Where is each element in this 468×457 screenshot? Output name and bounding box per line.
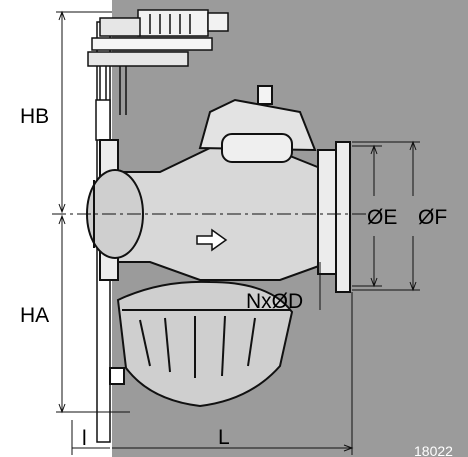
pilot-controller	[87, 9, 229, 141]
drawing-code: 18022	[414, 443, 453, 457]
valve-body	[86, 85, 351, 293]
dim-label-hb: HB	[20, 105, 49, 128]
lower-chamber	[109, 280, 294, 408]
dim-label-ha: HA	[20, 304, 49, 327]
dim-label-l-large: L	[218, 426, 230, 449]
dim-label-l-small: l	[82, 427, 87, 450]
dimension-lines	[56, 10, 420, 455]
dim-label-nxod: NxØD	[246, 290, 303, 313]
dim-label-of: ØF	[418, 206, 447, 229]
dim-label-oe: ØE	[367, 206, 397, 229]
